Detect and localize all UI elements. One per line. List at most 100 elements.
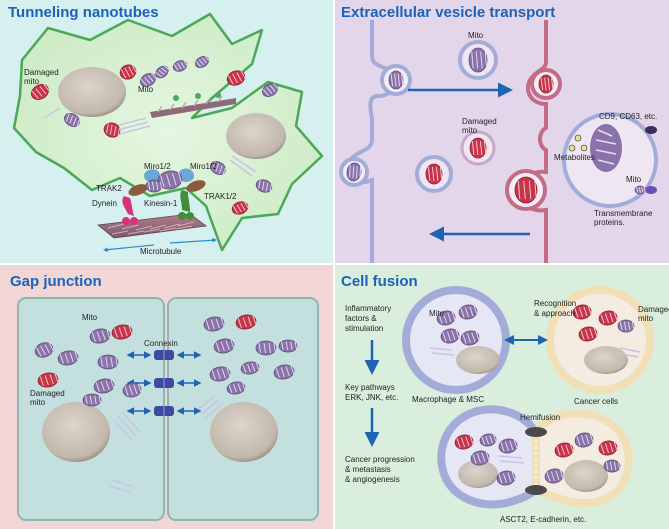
ev-damaged-label-2: mito [462,126,478,135]
ev-large-mito [590,124,622,172]
gap-mito-label: Mito [82,313,98,322]
damaged-mitochondrion [235,314,257,330]
damaged-mitochondrion [538,74,554,94]
tnt-nanotube-microtubule [150,92,236,118]
mitochondrion [213,338,235,354]
mitochondrion [203,316,225,332]
kinesin-motor [180,190,190,212]
ev-mitochondria [346,47,646,204]
inflammatory-label-2: factors & [345,314,377,323]
mitochondrion [346,162,362,182]
damaged-mitochondrion [37,372,59,388]
hemifusion-nucleus-right [564,460,608,492]
ev-metabolites-label: Metabolites [554,153,595,162]
trak12-label: TRAK1/2 [204,192,237,201]
mitochondrion [82,393,102,407]
hemifusion-nucleus-left [458,460,498,488]
mitochondrion [496,470,516,486]
mitochondrion [157,170,183,190]
mitochondrion [468,47,488,73]
trak12-adaptor [186,180,206,192]
dynein-motor [122,196,134,216]
progression-label-3: & angiogenesis [345,475,400,484]
gap-title: Gap junction [10,273,102,290]
mitochondrion [93,378,115,394]
hemifusion-label: Hemifusion [520,413,560,422]
damaged-mitochondrion [111,324,133,340]
progression-label-1: Cancer progression [345,455,415,464]
mitochondrion [226,381,246,395]
ev-transmembrane-protein [645,186,657,194]
tnt-mito-label: Mito [138,85,154,94]
tnt-damaged-label-2: mito [24,77,40,86]
recognition-label-2: & approach [534,309,575,318]
inflammatory-label-3: stimulation [345,324,383,333]
damaged-mitochondrion [572,304,592,320]
gap-nucleus-left [42,402,110,462]
ev-mito-label: Mito [468,31,484,40]
ev-marker-protein [645,126,657,134]
pathways-label-1: Key pathways [345,383,395,392]
damaged-mitochondrion [554,442,574,458]
gap-mitochondria [34,314,298,407]
miro-label-2: Miro1/2 [190,162,217,171]
mitochondrion [262,82,280,97]
gap-damaged-label-1: Damaged [30,389,65,398]
microtubule-label: Microtubule [140,247,182,256]
damaged-mitochondrion [598,310,618,326]
trak2-adaptor [128,184,148,196]
macrophage-nucleus [456,346,500,374]
mitochondrion [195,55,211,68]
connexin-label: Connexin [144,339,178,348]
dynein-label: Dynein [92,199,117,208]
mitochondrion [210,161,227,176]
mitochondrion [278,339,298,353]
mitochondrion [209,366,231,382]
panel-cell-fusion: Cell fusion Inflammatory factors & stimu… [341,273,669,524]
mitochondrion [388,70,404,90]
mitochondrion [97,354,119,370]
metabolite-1 [574,134,582,142]
panel-tunneling-nanotubes: Tunneling nanotubes [8,4,324,256]
mitochondrion [240,361,260,375]
damaged-mitochondrion [103,122,121,138]
mitochondrion [603,459,621,473]
inflammatory-label-1: Inflammatory [345,304,391,313]
ev-title: Extracellular vesicle transport [341,4,555,21]
cancer-cells-label: Cancer cells [574,397,618,406]
pathways-label-2: ERK, JNK, etc. [345,393,398,402]
damaged-mitochondrion [598,440,618,456]
hemifusion-protein-top [525,427,547,437]
fusion-damaged-label-1: Damaged [638,305,669,314]
tnt-nucleus-right [226,113,286,159]
damaged-mitochondrion [226,70,247,86]
mitochondrion [155,65,170,79]
ev-transmembrane-label-2: proteins. [594,218,625,227]
mitochondrion [255,179,273,193]
mitochondrion [140,72,158,87]
macrophage-label: Macrophage & MSC [412,395,484,404]
damaged-mitochondrion [469,137,487,159]
damaged-mitochondrion [514,176,538,204]
gap-transfer-arrows [126,351,202,415]
mitochondrion [89,328,111,344]
tnt-mitochondria [31,55,280,215]
mitochondrion [34,342,55,358]
panel-gap-junction: Gap junction Mito Connexi [10,273,319,521]
ev-transmembrane-label-1: Transmembrane [594,209,653,218]
ev-damaged-label-1: Damaged [462,117,497,126]
damaged-mitochondrion [119,64,138,80]
mitochondrion [498,438,518,454]
ev-mito-in-ev-label: Mito [626,175,642,184]
damaged-mitochondrion [425,163,443,185]
fusion-title: Cell fusion [341,273,418,290]
mitochondrion [64,113,81,128]
mitochondrion [617,319,635,333]
mitochondrion [145,179,163,193]
gap-cytoskeleton [109,395,223,493]
progression-label-2: & metastasis [345,465,391,474]
retrograde-arrow [103,244,155,253]
recognition-label-1: Recognition [534,299,576,308]
